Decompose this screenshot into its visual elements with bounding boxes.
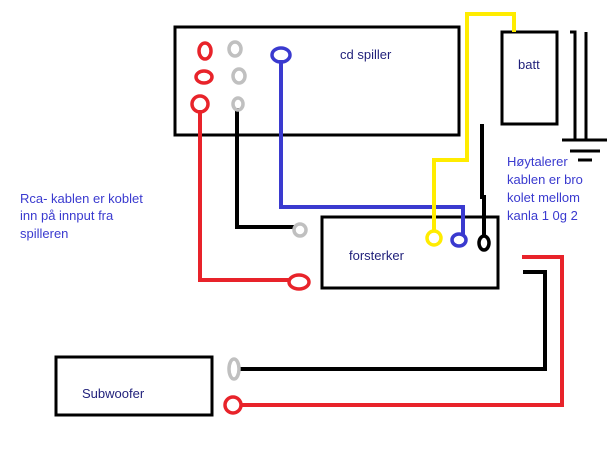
ground-symbol: [562, 30, 607, 162]
blue-rca-wire: [279, 60, 465, 238]
subwoofer-box: [54, 355, 214, 417]
cd-gray-connector-1: [227, 40, 243, 58]
battery-box: [500, 30, 559, 126]
cd-gray-connector-3: [231, 96, 245, 112]
red-rca-wire: [198, 110, 293, 282]
black-rca-wire: [235, 108, 294, 229]
rca-note-line-1: Rca- kablen er koblet: [20, 191, 143, 206]
amp-red-input-connector: [287, 273, 311, 291]
rca-note-line-2: inn på innput fra: [20, 208, 114, 223]
sub-red-connector: [223, 395, 243, 415]
amplifier-label: forsterker: [349, 248, 405, 263]
amp-black-connector: [477, 234, 491, 252]
subwoofer-label: Subwoofer: [82, 386, 145, 401]
amp-gray-input-connector: [292, 222, 308, 238]
amplifier-box: [320, 215, 500, 290]
rca-note: Rca- kablen er koblet inn på innput fra …: [20, 191, 143, 241]
cd-red-connector-2: [194, 69, 214, 85]
speaker-note-line-3: kolet mellom: [507, 190, 580, 205]
cd-gray-connector-2: [231, 67, 247, 85]
speaker-note-line-2: kablen er bro: [507, 172, 583, 187]
cd-red-connector-3: [190, 94, 210, 114]
amp-yellow-connector: [425, 229, 443, 247]
red-sub-wire: [240, 255, 564, 407]
battery-label: batt: [518, 57, 540, 72]
black-sub-wire: [238, 270, 547, 371]
speaker-note-line-1: Høytalerer: [507, 154, 568, 169]
cd-red-connector-1: [197, 41, 213, 61]
cd-player-label: cd spiller: [340, 47, 392, 62]
cd-player-box: [173, 25, 461, 137]
sub-gray-connector: [227, 357, 241, 381]
speaker-note: Høytalerer kablen er bro kolet mellom ka…: [507, 154, 583, 223]
cd-blue-connector: [270, 46, 292, 64]
rca-note-line-3: spilleren: [20, 226, 68, 241]
yellow-power-wire: [432, 12, 516, 234]
black-ground-wire: [480, 124, 486, 238]
speaker-note-line-4: kanla 1 0g 2: [507, 208, 578, 223]
amp-blue-connector: [450, 232, 468, 248]
